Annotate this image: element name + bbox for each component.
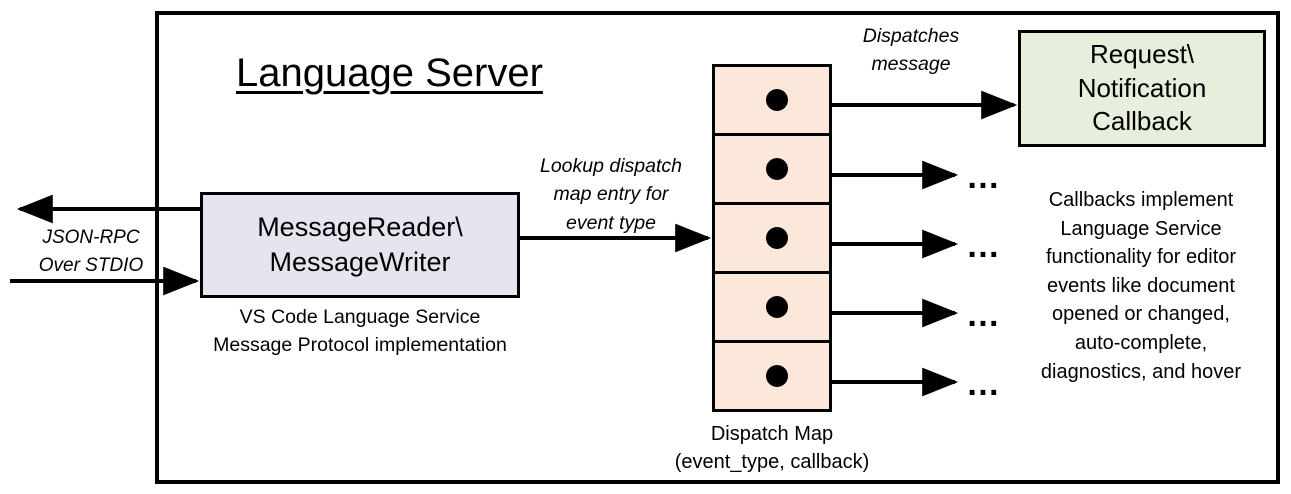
message-node-caption: VS Code Language Service Message Protoco… (200, 304, 520, 359)
callback-node-line3: Callback (1092, 106, 1192, 137)
ellipsis-row-2: … (966, 158, 1004, 196)
language-server-boundary (155, 11, 1280, 484)
dispatch-map-caption: Dispatch Map (event_type, callback) (642, 420, 902, 477)
callback-caption-line3: functionality for editor (1045, 246, 1237, 269)
jsonrpc-label-line1: JSON-RPC (42, 227, 140, 248)
map-caption-line1: Dispatch Map (710, 423, 834, 445)
callback-node-line2: Notification (1077, 72, 1207, 103)
lookup-label-line3: event type (566, 211, 656, 234)
dispatch-map-row[interactable] (712, 133, 832, 202)
dispatch-label-line2: message (871, 53, 951, 76)
message-node-line1: MessageReader\ (257, 212, 463, 243)
message-node-line2: MessageWriter (269, 247, 451, 277)
dispatch-map-row[interactable] (712, 202, 832, 271)
dispatch-map-row[interactable] (712, 64, 832, 133)
ellipsis-row-5: … (966, 365, 1004, 403)
ellipsis-row-4: … (966, 296, 1004, 334)
callback-node-caption: Callbacks implement Language Service fun… (1008, 186, 1274, 386)
callback-caption-line1: Callbacks implement (1048, 189, 1234, 211)
callback-dot-icon (766, 227, 788, 249)
message-reader-writer-node[interactable]: MessageReader\ MessageWriter (200, 192, 520, 298)
map-caption-line2: (event_type, callback) (674, 451, 870, 474)
message-caption-line1: VS Code Language Service (239, 306, 481, 328)
dispatch-map-table[interactable] (712, 64, 832, 412)
message-caption-line2: Message Protocol implementation (213, 333, 507, 356)
dispatch-label-line1: Dispatches (862, 25, 960, 47)
page-title: Language Server (236, 51, 543, 95)
callback-caption-line2: Language Service (1060, 217, 1222, 240)
callback-caption-line6: auto-complete, (1074, 331, 1208, 354)
dispatch-map-row[interactable] (712, 271, 832, 340)
dispatch-map-row[interactable] (712, 340, 832, 412)
callback-caption-line4: events like document (1047, 274, 1235, 297)
callback-dot-icon (766, 89, 788, 111)
callback-dot-icon (766, 296, 788, 318)
callback-node-line1: Request\ (1089, 38, 1195, 69)
callback-dot-icon (766, 365, 788, 387)
jsonrpc-label-line2: Over STDIO (38, 254, 144, 276)
lookup-edge-label: Lookup dispatch map entry for event type (516, 152, 706, 237)
ellipsis-row-3: … (966, 227, 1004, 265)
lookup-label-line1: Lookup dispatch (539, 155, 683, 177)
dispatch-edge-label: Dispatches message (836, 22, 986, 79)
request-notification-callback-node[interactable]: Request\ Notification Callback (1018, 30, 1266, 147)
callback-dot-icon (766, 158, 788, 180)
jsonrpc-channel-label: JSON-RPC Over STDIO (26, 224, 156, 279)
callback-caption-line7: diagnostics, and hover (1040, 360, 1242, 383)
callback-caption-line5: opened or changed, (1052, 303, 1230, 326)
lookup-label-line2: map entry for (553, 183, 669, 206)
